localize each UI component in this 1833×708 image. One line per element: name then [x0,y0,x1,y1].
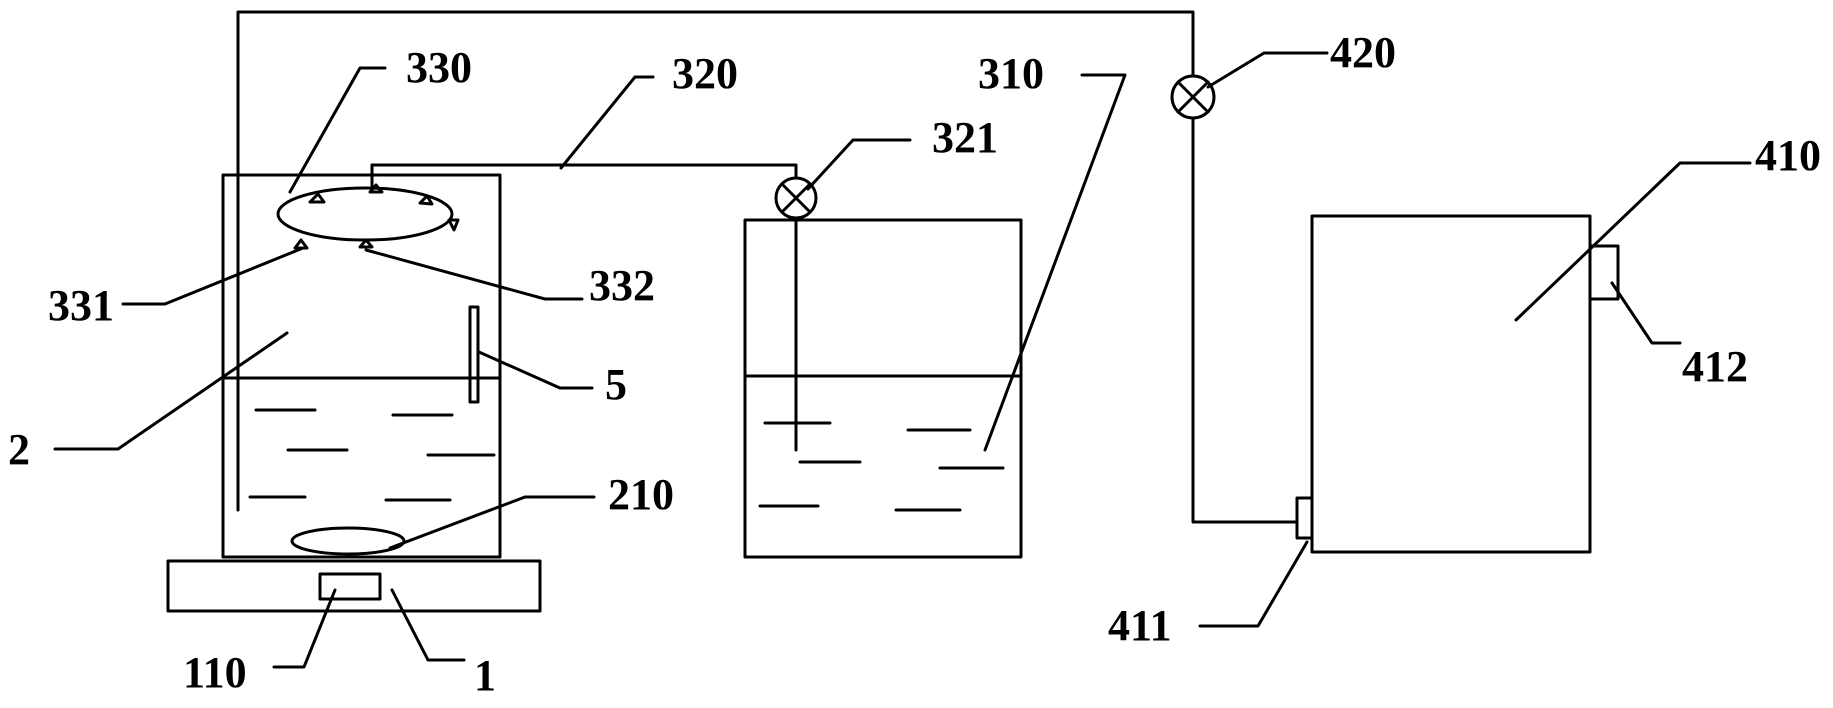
pipe-320 [370,163,798,180]
bottom-disc-210 [290,526,406,556]
tank-2-liquid-marks [248,408,496,502]
label-410: 410 [1755,131,1821,180]
base-unit [166,559,542,613]
label-332: 332 [589,261,655,310]
tank-310 [743,218,1023,559]
tank-310-liquid-marks [758,421,1005,512]
pipe-to-411 [1191,116,1299,524]
label-1: 1 [474,651,496,700]
label-2: 2 [8,425,30,474]
label-331: 331 [48,281,114,330]
label-310: 310 [978,49,1044,98]
label-330: 330 [406,43,472,92]
label-110: 110 [183,648,247,697]
port-411 [1295,496,1314,540]
level-gauge-5 [468,305,480,404]
label-210: 210 [608,470,674,519]
label-5: 5 [605,360,627,409]
leader-lines [53,51,1752,669]
label-320: 320 [672,49,738,98]
label-412: 412 [1682,342,1748,391]
unit-410 [1310,214,1592,554]
tank-2 [221,173,502,559]
return-pipe [236,10,1195,512]
label-411: 411 [1108,601,1172,650]
port-412 [1588,244,1620,301]
label-420: 420 [1330,28,1396,77]
label-321: 321 [932,113,998,162]
base-display-110 [318,572,382,601]
